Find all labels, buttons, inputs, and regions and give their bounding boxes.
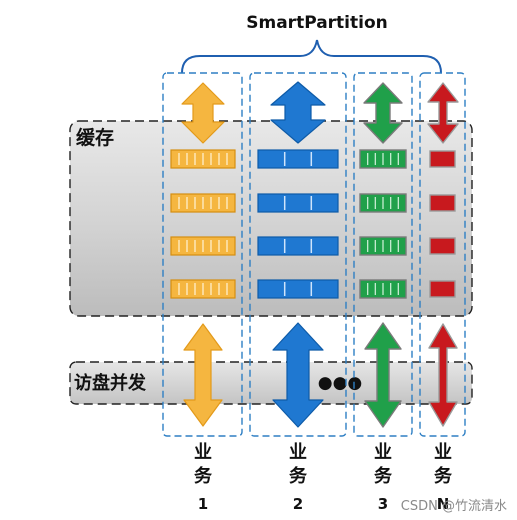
service-labels: 业 务 1 业 务 2 业 务 3 业 务 N	[194, 442, 453, 513]
ellipsis-dots: ●●●	[318, 373, 363, 393]
service-1-line2: 务	[194, 465, 213, 487]
cache-block	[257, 279, 339, 299]
cache-blocks	[170, 149, 456, 299]
cache-dividers-3	[367, 153, 399, 295]
cache-block	[429, 237, 456, 255]
watermark: CSDN @竹流清水	[400, 499, 507, 514]
service-2-number: 2	[293, 495, 303, 513]
lower-arrow-2	[272, 322, 324, 428]
disk-band	[69, 361, 473, 405]
cache-block	[257, 193, 339, 213]
upper-arrows	[181, 81, 459, 144]
lower-arrow-n	[428, 323, 458, 427]
service-1-number: 1	[198, 495, 208, 513]
service-n-line1: 业	[434, 442, 452, 463]
upper-arrow-1	[181, 82, 225, 144]
cache-band	[69, 120, 473, 317]
cache-label: 缓存	[76, 126, 114, 149]
service-2-line2: 务	[289, 465, 308, 487]
partition-column-n	[419, 72, 466, 437]
upper-arrow-3	[363, 82, 403, 144]
partition-column-3	[353, 72, 413, 437]
service-3-number: 3	[378, 495, 388, 513]
cache-dividers-1	[178, 153, 228, 295]
partition-column-2	[249, 72, 347, 437]
service-2-line1: 业	[289, 442, 307, 463]
upper-arrow-2	[270, 81, 326, 144]
lower-arrow-3	[364, 322, 402, 428]
cache-block	[257, 236, 339, 256]
cache-blocks-2	[257, 149, 339, 299]
diagram-title: SmartPartition	[246, 13, 388, 33]
service-n-number: N	[437, 495, 450, 513]
service-3-line2: 务	[374, 465, 393, 487]
service-1-line1: 业	[194, 442, 212, 463]
title-brace	[181, 39, 442, 74]
partition-columns	[162, 72, 466, 437]
cache-block	[429, 280, 456, 298]
service-3-line1: 业	[374, 442, 392, 463]
cache-dividers-2	[283, 152, 313, 296]
disk-label: 访盘并发	[74, 372, 147, 394]
cache-blocks-n	[429, 150, 456, 298]
lower-arrow-1	[183, 323, 223, 427]
cache-block	[257, 149, 339, 169]
lower-arrows	[183, 322, 458, 428]
upper-arrow-n	[427, 82, 459, 144]
cache-block	[429, 194, 456, 212]
cache-block	[429, 150, 456, 168]
service-n-line2: 务	[434, 465, 453, 487]
partition-column-1	[162, 72, 243, 437]
